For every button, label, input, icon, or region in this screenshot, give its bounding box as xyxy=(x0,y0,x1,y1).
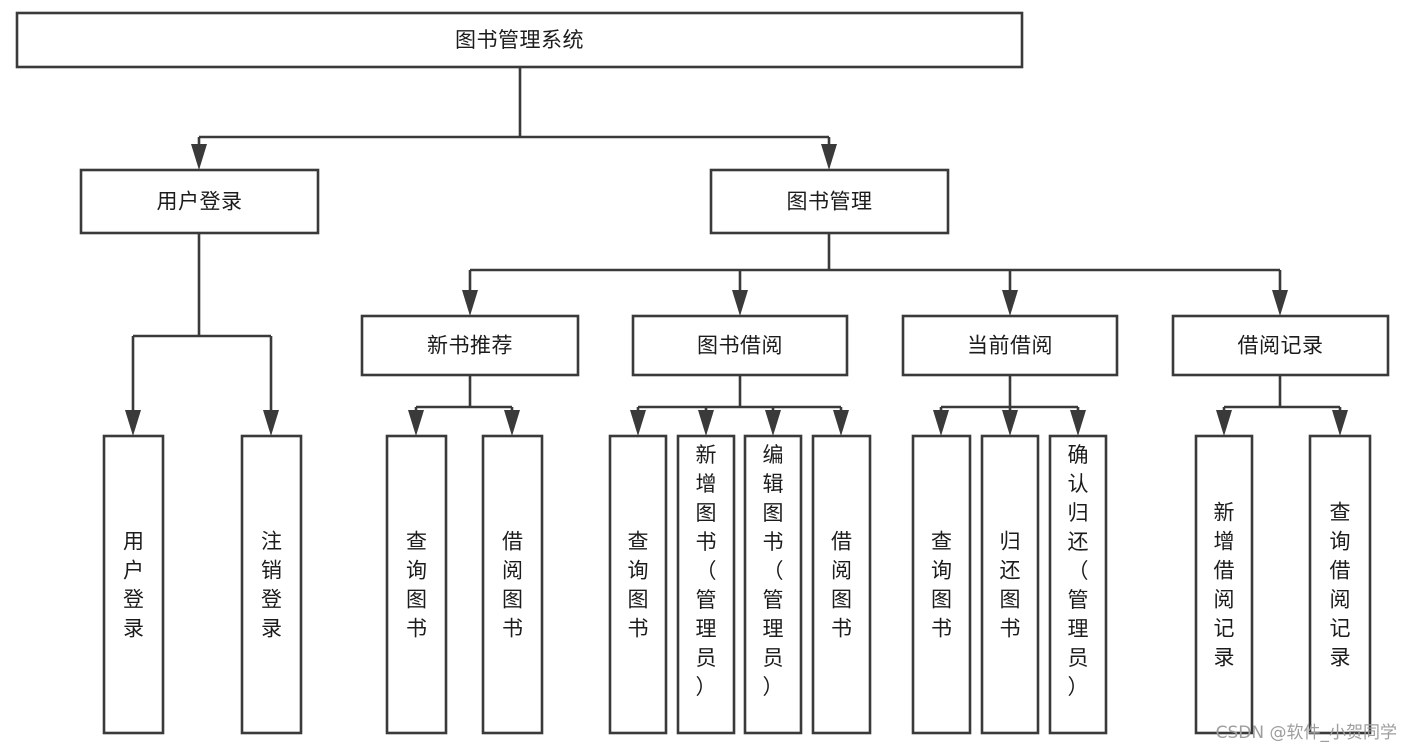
node-user-login-label: 用户登录 xyxy=(157,190,243,214)
node-leaf-user-login[interactable]: 用户登录 xyxy=(102,434,165,735)
current-borrow-child-0-arrow-icon xyxy=(933,410,949,436)
book-borrow-child-1-arrow-icon xyxy=(698,410,714,436)
node-leaf-user-logout[interactable]: 注销登录 xyxy=(240,434,303,735)
node-book-borrow-label: 图书借阅 xyxy=(697,334,783,358)
current-borrow-child-1-arrow-icon xyxy=(1002,410,1018,436)
node-leaf-query-book-current-rect[interactable] xyxy=(911,434,972,735)
node-leaf-borrow-book-recommend-label: 借阅图书 xyxy=(502,530,523,641)
node-borrow-record-rect[interactable] xyxy=(1171,314,1390,377)
borrow-record-child-0-arrow-icon xyxy=(1216,410,1232,436)
book-manage-child-3-arrow-icon xyxy=(1272,290,1288,316)
node-leaf-borrow-book-label: 借阅图书 xyxy=(831,530,852,641)
node-book-manage-label: 图书管理 xyxy=(787,190,873,214)
node-leaf-user-logout-label: 注销登录 xyxy=(261,530,282,641)
node-leaf-user-logout-rect[interactable] xyxy=(240,434,303,735)
book-manage-child-2-arrow-icon xyxy=(1002,290,1018,316)
node-leaf-query-book-current-label: 查询图书 xyxy=(931,530,952,641)
user-login-child-1-arrow-icon xyxy=(263,410,279,436)
new-book-recommend-child-1-arrow-icon xyxy=(504,410,520,436)
node-leaf-return-book-rect[interactable] xyxy=(980,434,1040,735)
user-login-child-0-arrow-icon xyxy=(125,410,141,436)
book-manage-child-0-arrow-icon xyxy=(462,290,478,316)
node-leaf-query-book-current[interactable]: 查询图书 xyxy=(911,434,972,735)
node-root[interactable]: 图书管理系统 xyxy=(15,11,1024,69)
node-leaf-add-book-label: 新增图书（管理员） xyxy=(696,443,717,699)
node-leaf-edit-book-rect[interactable] xyxy=(743,434,803,735)
borrow-record-child-1-arrow-icon xyxy=(1332,410,1348,436)
book-borrow-child-0-arrow-icon xyxy=(630,410,646,436)
root-child-1-arrow-icon xyxy=(821,144,837,170)
node-leaf-query-borrow-record[interactable]: 查询借阅记录 xyxy=(1308,434,1372,735)
node-leaf-query-book-borrow-label: 查询图书 xyxy=(628,530,649,641)
node-new-book-recommend-label: 新书推荐 xyxy=(427,334,513,358)
connector-layer xyxy=(125,67,1348,436)
node-leaf-user-login-label: 用户登录 xyxy=(123,530,144,641)
root-child-0-arrow-icon xyxy=(191,144,207,170)
node-leaf-user-login-rect[interactable] xyxy=(102,434,165,735)
book-borrow-child-2-arrow-icon xyxy=(765,410,781,436)
node-root-label: 图书管理系统 xyxy=(455,28,584,52)
node-new-book-recommend[interactable]: 新书推荐 xyxy=(360,314,580,377)
node-leaf-add-borrow-record[interactable]: 新增借阅记录 xyxy=(1194,434,1254,735)
book-borrow-child-3-arrow-icon xyxy=(833,410,849,436)
node-leaf-add-borrow-record-label: 新增借阅记录 xyxy=(1214,501,1235,670)
node-leaf-add-book-rect[interactable] xyxy=(676,434,736,735)
node-leaf-add-book[interactable]: 新增图书（管理员） xyxy=(676,434,736,735)
node-leaf-query-book-recommend-rect[interactable] xyxy=(385,434,448,735)
node-leaf-confirm-return[interactable]: 确认归还（管理员） xyxy=(1048,434,1108,735)
node-book-borrow-rect[interactable] xyxy=(631,314,849,377)
node-book-manage[interactable]: 图书管理 xyxy=(709,168,950,235)
node-root-rect[interactable] xyxy=(15,11,1024,69)
node-leaf-query-book-recommend-label: 查询图书 xyxy=(406,530,427,641)
node-current-borrow-rect[interactable] xyxy=(901,314,1119,377)
node-leaf-confirm-return-rect[interactable] xyxy=(1048,434,1108,735)
new-book-recommend-child-0-arrow-icon xyxy=(408,410,424,436)
node-leaf-return-book-label: 归还图书 xyxy=(1000,530,1021,641)
node-leaf-query-book-borrow[interactable]: 查询图书 xyxy=(608,434,668,735)
node-leaf-borrow-book[interactable]: 借阅图书 xyxy=(811,434,872,735)
node-leaf-add-borrow-record-rect[interactable] xyxy=(1194,434,1254,735)
node-new-book-recommend-rect[interactable] xyxy=(360,314,580,377)
book-manage-child-1-arrow-icon xyxy=(732,290,748,316)
node-borrow-record-label: 借阅记录 xyxy=(1238,334,1324,358)
node-leaf-borrow-book-recommend-rect[interactable] xyxy=(481,434,544,735)
node-leaf-return-book[interactable]: 归还图书 xyxy=(980,434,1040,735)
current-borrow-child-2-arrow-icon xyxy=(1070,410,1086,436)
node-current-borrow[interactable]: 当前借阅 xyxy=(901,314,1119,377)
node-leaf-edit-book-label: 编辑图书（管理员） xyxy=(763,443,784,699)
node-book-borrow[interactable]: 图书借阅 xyxy=(631,314,849,377)
node-user-login-rect[interactable] xyxy=(79,168,320,235)
node-borrow-record[interactable]: 借阅记录 xyxy=(1171,314,1390,377)
node-leaf-confirm-return-label: 确认归还（管理员） xyxy=(1068,443,1089,699)
node-leaf-borrow-book-rect[interactable] xyxy=(811,434,872,735)
node-leaf-query-borrow-record-label: 查询借阅记录 xyxy=(1330,501,1351,670)
node-layer: 图书管理系统用户登录图书管理新书推荐图书借阅当前借阅借阅记录用户登录注销登录查询… xyxy=(15,11,1390,735)
node-book-manage-rect[interactable] xyxy=(709,168,950,235)
node-current-borrow-label: 当前借阅 xyxy=(967,334,1053,358)
node-user-login[interactable]: 用户登录 xyxy=(79,168,320,235)
node-leaf-query-book-recommend[interactable]: 查询图书 xyxy=(385,434,448,735)
node-leaf-borrow-book-recommend[interactable]: 借阅图书 xyxy=(481,434,544,735)
node-leaf-edit-book[interactable]: 编辑图书（管理员） xyxy=(743,434,803,735)
node-leaf-query-book-borrow-rect[interactable] xyxy=(608,434,668,735)
node-leaf-query-borrow-record-rect[interactable] xyxy=(1308,434,1372,735)
